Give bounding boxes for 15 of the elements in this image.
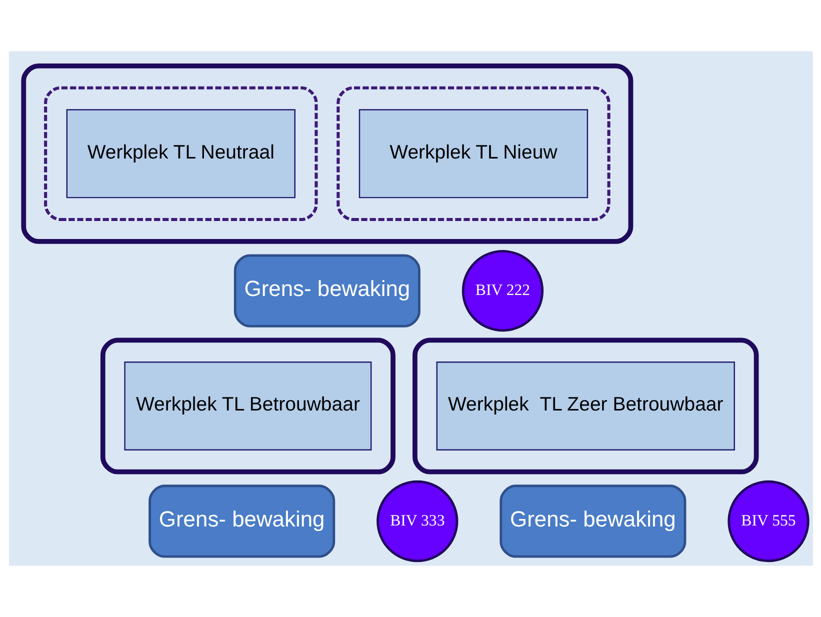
node-circle: BIV 333 xyxy=(376,480,458,562)
node-circle: BIV 555 xyxy=(727,480,809,562)
cluster xyxy=(336,86,610,222)
node-box: Grens- bewaking xyxy=(148,484,335,558)
node-box: Werkplek TL Betrouwbaar xyxy=(124,362,372,451)
node-box: Grens- bewaking xyxy=(233,254,420,328)
cluster xyxy=(20,63,633,244)
node-circle: BIV 222 xyxy=(461,250,544,332)
node-box: Werkplek TL Zeer Betrouwbaar xyxy=(436,362,734,451)
cluster xyxy=(100,338,395,474)
node-box: Werkplek TL Nieuw xyxy=(358,109,588,198)
cluster xyxy=(412,338,758,474)
cluster xyxy=(44,86,318,222)
node-box: Werkplek TL Neutraal xyxy=(66,109,295,198)
node-box: Grens- bewaking xyxy=(499,484,686,558)
